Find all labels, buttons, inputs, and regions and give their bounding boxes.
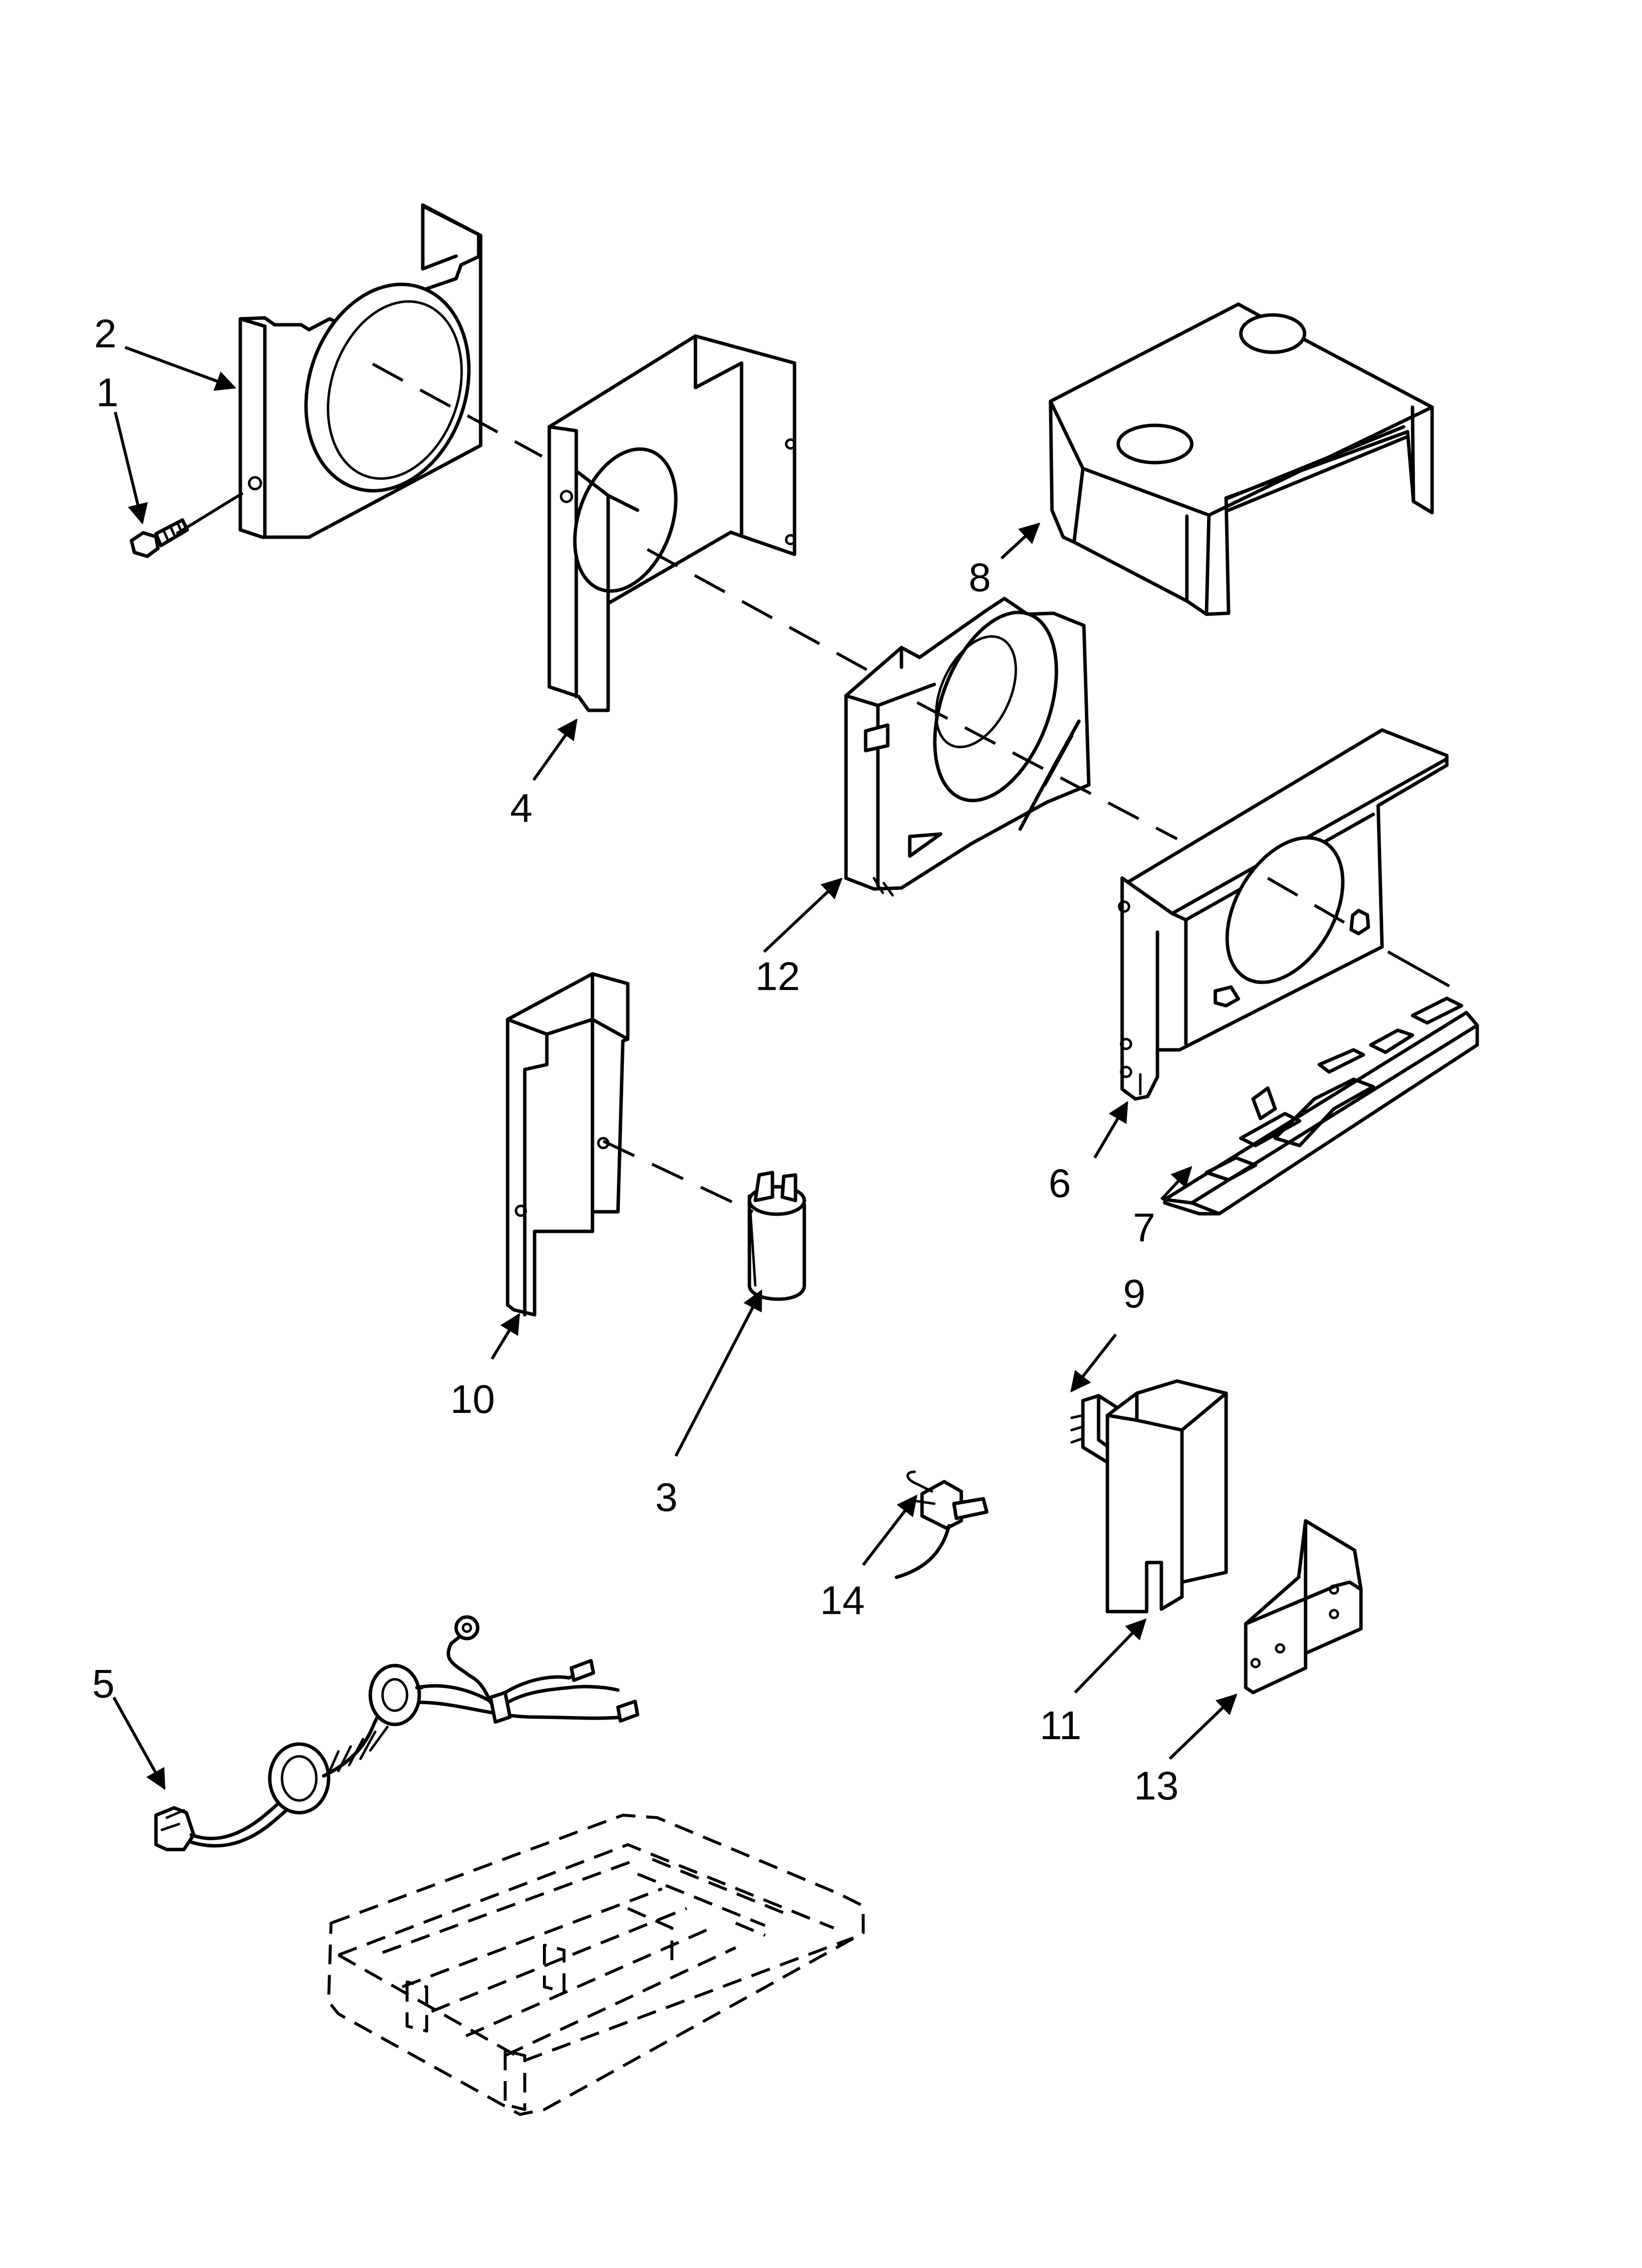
callout-7: 7 (1133, 1205, 1155, 1250)
callout-8: 8 (969, 555, 991, 600)
part-11-channel[interactable] (1105, 1379, 1228, 1614)
part-14-thermostat[interactable] (895, 1470, 989, 1579)
callout-12: 12 (755, 954, 800, 999)
callout-14: 14 (820, 1578, 865, 1623)
callout-10: 10 (450, 1377, 495, 1422)
base-pan-outline (327, 1814, 865, 2116)
callout-6: 6 (1049, 1161, 1071, 1206)
callout-leaders (112, 346, 1238, 1790)
part-5-power-cord[interactable] (154, 1615, 640, 1851)
callout-11: 11 (1040, 1703, 1081, 1748)
callout-9: 9 (1123, 1272, 1146, 1316)
part-2-shroud[interactable] (238, 203, 495, 539)
callout-3: 3 (655, 1475, 678, 1520)
part-13-plate[interactable] (1244, 1519, 1363, 1694)
callout-numbers: 1 2 3 4 5 6 7 8 9 10 11 12 13 14 (92, 312, 1179, 1808)
part-8-cover[interactable] (1049, 302, 1434, 616)
part-3-capacitor[interactable] (747, 1171, 806, 1301)
part-6-bulkhead[interactable] (1118, 728, 1449, 1101)
explosion-lines (176, 363, 1450, 1213)
callout-4: 4 (510, 786, 533, 831)
part-10-bracket[interactable] (506, 972, 630, 1317)
part-12-blower-housing[interactable] (844, 596, 1091, 897)
part-4-orifice-panel[interactable] (547, 334, 796, 712)
callout-5: 5 (92, 1662, 115, 1706)
callout-2: 2 (94, 312, 117, 356)
part-1-screw[interactable] (129, 518, 189, 558)
callout-1: 1 (96, 370, 119, 415)
part-7-base-tray[interactable] (1163, 996, 1479, 1216)
callout-13: 13 (1134, 1764, 1179, 1808)
